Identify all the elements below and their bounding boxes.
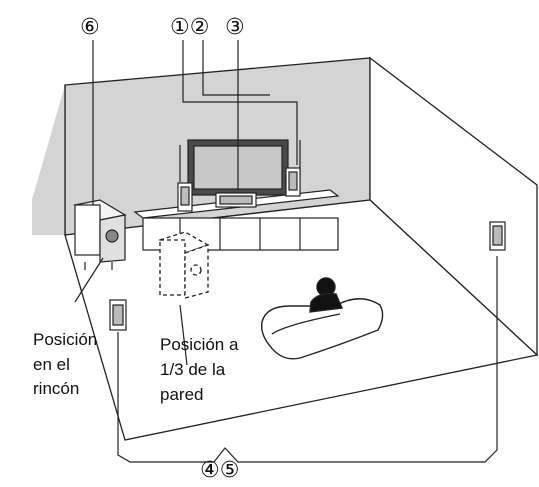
svg-text:pared: pared [160, 385, 203, 404]
surround-left-speaker [109, 299, 127, 331]
svg-text:en el: en el [33, 355, 70, 374]
front-right-speaker [285, 167, 301, 197]
front-left-speaker [177, 182, 193, 212]
svg-text:1/3 de la: 1/3 de la [160, 360, 226, 379]
leader-lines [74, 40, 498, 463]
surround-right-speaker [489, 221, 506, 251]
marker-speaker-3: ③ [225, 15, 245, 40]
subwoofer-corner [73, 199, 127, 270]
television [179, 139, 301, 196]
listener-sofa [260, 277, 384, 360]
svg-text:rincón: rincón [33, 379, 79, 398]
marker-speakers-4-5: ④⑤ [200, 458, 239, 483]
label-third-wall-position: Posición a 1/3 de la pared [160, 335, 239, 404]
center-speaker [215, 192, 257, 208]
subwoofer-third-wall [158, 231, 210, 299]
left-wall [32, 85, 65, 235]
marker-speakers-1-2: ①② [170, 15, 209, 40]
svg-text:Posición: Posición [33, 330, 97, 349]
svg-text:Posición a: Posición a [160, 335, 239, 354]
marker-speaker-6: ⑥ [80, 15, 100, 40]
label-corner-position: Posición en el rincón [33, 330, 97, 398]
